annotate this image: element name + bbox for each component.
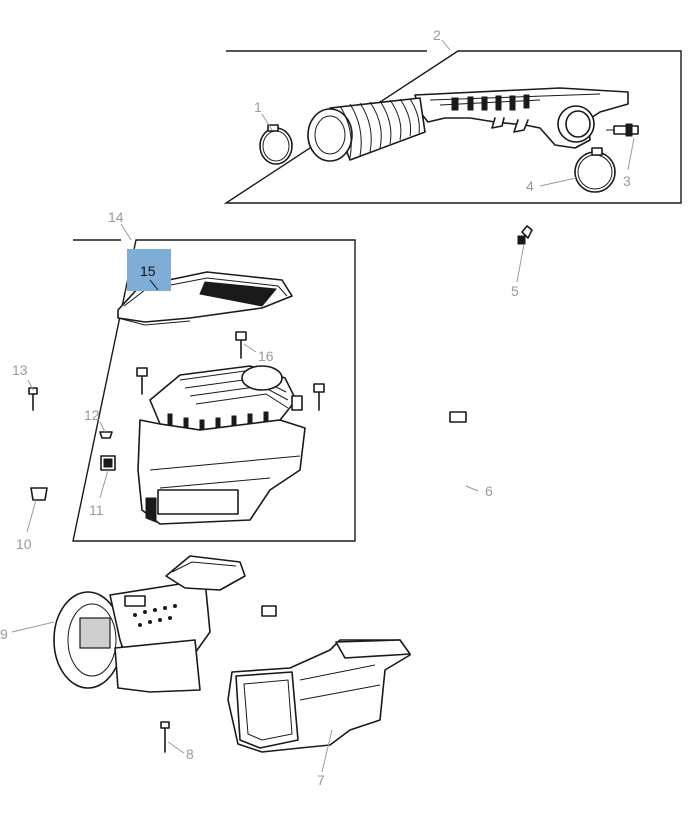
bellows-hose — [307, 97, 426, 162]
part-13-stud[interactable] — [28, 387, 38, 411]
part-7-air-duct[interactable] — [227, 639, 411, 753]
callout-16[interactable]: 16 — [258, 348, 274, 364]
callout-labels: 1 2 3 4 5 6 7 8 9 10 11 12 13 14 15 16 — [0, 27, 631, 788]
bolt-housing-right — [313, 383, 325, 411]
part-8-bolt[interactable] — [160, 721, 170, 753]
part-1-hose-clamp[interactable] — [259, 124, 293, 165]
part-2-inlet-duct[interactable] — [307, 87, 629, 162]
part-14-air-cleaner-housing[interactable] — [137, 365, 306, 525]
bolt-housing-left — [136, 367, 148, 395]
callout-5[interactable]: 5 — [511, 283, 519, 299]
frame-upper-assembly — [223, 50, 682, 204]
callout-13[interactable]: 13 — [12, 362, 28, 378]
callout-6[interactable]: 6 — [485, 483, 493, 499]
part-10-push-pin[interactable] — [30, 487, 48, 501]
part-11-isolator[interactable] — [100, 455, 116, 471]
part-12-grommet[interactable] — [99, 431, 113, 439]
part-6-drain-tube[interactable] — [261, 411, 468, 617]
part-3-air-temp-sensor[interactable] — [606, 123, 639, 137]
part-9-air-inlet-duct[interactable] — [53, 555, 246, 693]
callout-8[interactable]: 8 — [186, 746, 194, 762]
callout-12[interactable]: 12 — [84, 407, 100, 423]
callout-9[interactable]: 9 — [0, 626, 8, 642]
callout-2[interactable]: 2 — [433, 27, 441, 43]
callout-14[interactable]: 14 — [108, 209, 124, 225]
callout-15-highlight — [127, 249, 171, 291]
callout-3[interactable]: 3 — [623, 173, 631, 189]
callout-4[interactable]: 4 — [526, 178, 534, 194]
part-16-bolt[interactable] — [235, 331, 247, 359]
part-5-fastener[interactable] — [517, 225, 533, 245]
callout-10[interactable]: 10 — [16, 536, 32, 552]
leader-lines — [11, 39, 635, 773]
callout-1[interactable]: 1 — [254, 99, 262, 115]
callout-7[interactable]: 7 — [317, 772, 325, 788]
frame-air-cleaner-assembly — [72, 239, 356, 542]
callout-11[interactable]: 11 — [89, 502, 104, 518]
part-4-hose-clamp[interactable] — [574, 147, 616, 193]
callout-15[interactable]: 15 — [140, 263, 156, 279]
